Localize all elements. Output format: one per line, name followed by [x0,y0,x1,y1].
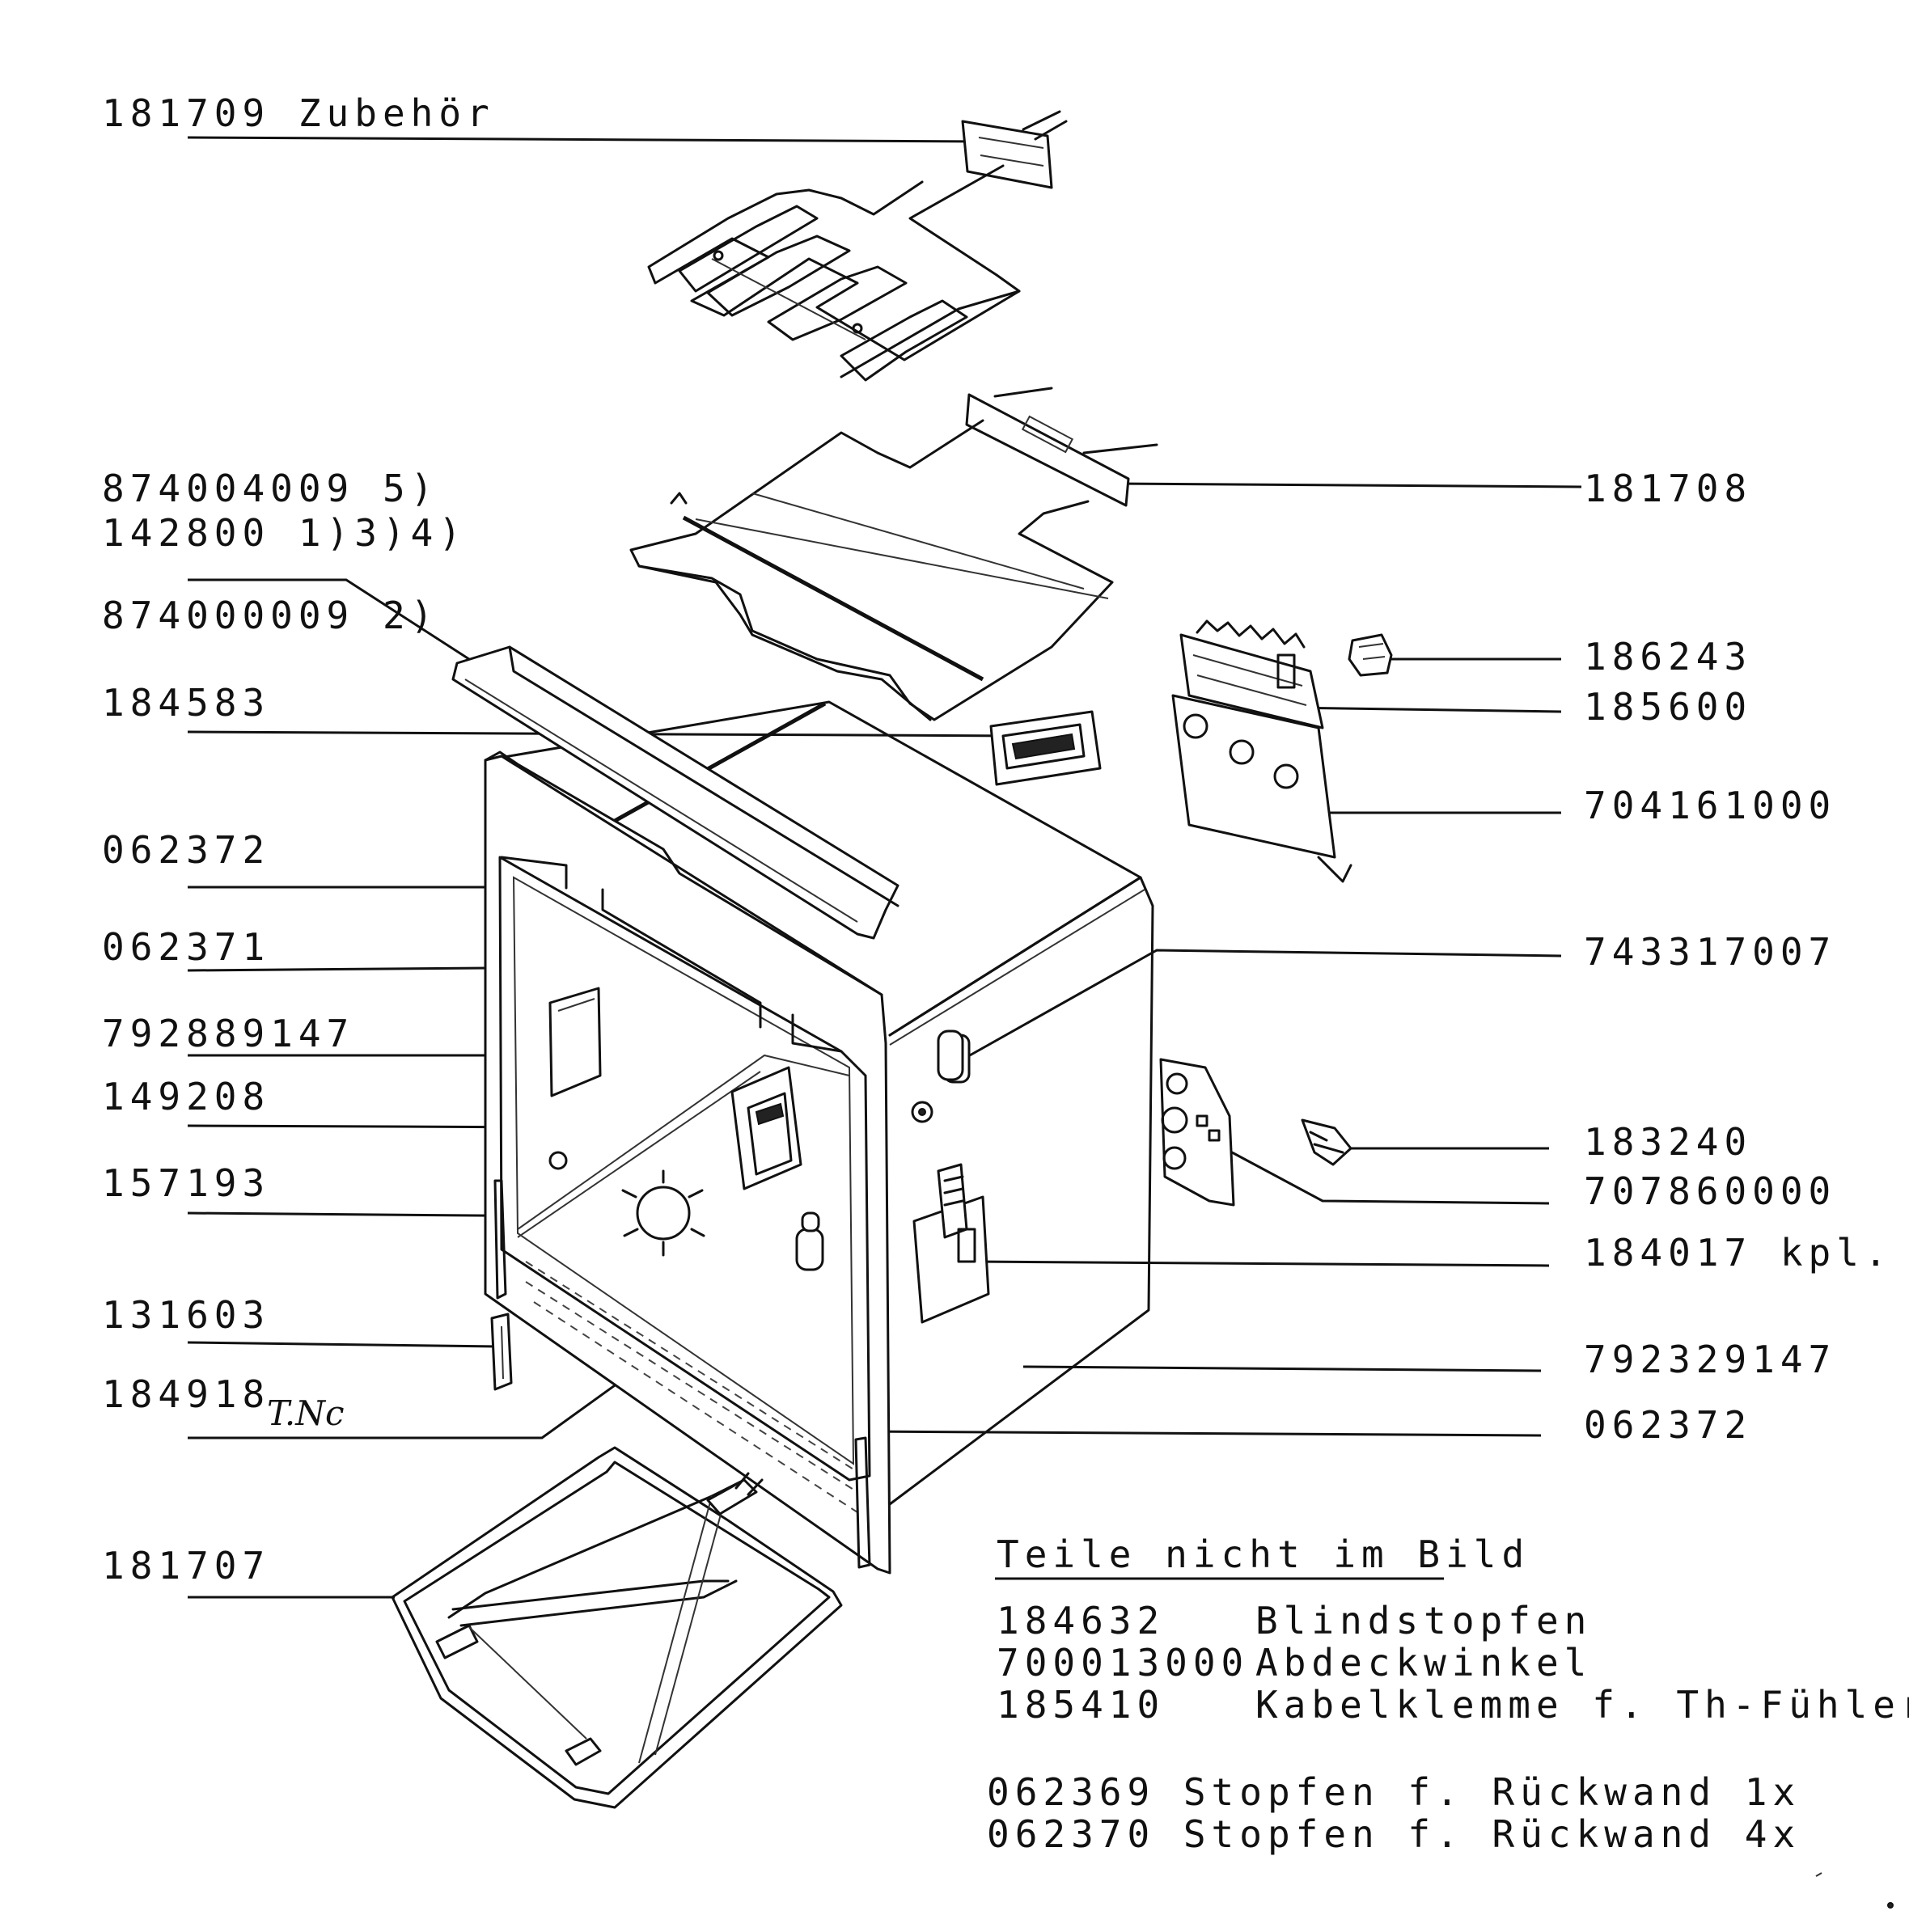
not-shown-name: Kabelklemme f. Th-Fühler [1255,1683,1909,1727]
clip-183240 [1301,1118,1352,1166]
not-shown-number: 184632 [997,1599,1165,1642]
side-rail-right [854,1436,871,1569]
side-rail-left [493,1179,507,1300]
plug-186243 [1348,633,1393,677]
top-rail [451,645,899,940]
label-062372-left: 062372 [102,828,270,872]
not-shown-name: Abdeckwinkel [1255,1641,1592,1685]
screw-hole [548,1151,568,1170]
label-181707: 181707 [102,1544,270,1587]
bracket-704161000 [1171,694,1352,883]
bottom-heating-element [391,1446,843,1809]
plug-line: 062369 Stopfen f. Rückwand 1x [987,1770,1801,1814]
plug-line: 062370 Stopfen f. Rückwand 4x [987,1812,1801,1856]
label-184918: 184918 [102,1372,270,1416]
not-shown-heading: Teile nicht im Bild [997,1532,1530,1576]
label-874004009: 874004009 5) [102,467,438,510]
label-707860000: 707860000 [1584,1169,1836,1213]
bracket-707860000 [1159,1058,1235,1207]
grill-heating-element [647,110,1068,382]
label-062372-right: 062372 [1584,1403,1752,1447]
label-131603: 131603 [102,1293,270,1337]
label-184583: 184583 [102,681,270,725]
label-874000009: 874000009 2) [102,594,438,637]
label-743317007: 743317007 [1584,930,1836,974]
not-shown-number: 700013000 [997,1641,1249,1685]
label-062371: 062371 [102,925,270,969]
label-157193: 157193 [102,1161,270,1205]
light-cover-792889147 [548,987,602,1097]
not-shown-name: Blindstopfen [1255,1599,1592,1642]
stray-mark [1815,1872,1822,1877]
label-149208: 149208 [102,1075,270,1118]
label-792889147: 792889147 [102,1012,354,1055]
cover-743317007 [937,1029,964,1081]
label-185600: 185600 [1584,685,1752,729]
fan-cover-157193 [621,1169,705,1257]
handwritten-note: T.Nc [267,1393,344,1433]
terminal-block-185600 [1179,619,1324,729]
label-792329147: 792329147 [1584,1338,1836,1381]
label-183240: 183240 [1584,1120,1752,1164]
top-heating-plate [629,387,1158,721]
lamp-149208 [730,1066,802,1190]
clamp-184583 [989,710,1102,786]
thermostat-sensor-184918 [795,1211,824,1271]
stray-mark [1887,1902,1894,1909]
not-shown-number: 185410 [997,1683,1165,1727]
label-181708: 181708 [1584,467,1752,510]
fan-motor-184017 [912,1163,990,1324]
label-186243: 186243 [1584,635,1752,679]
label-142800: 142800 1)3)4) [102,511,467,555]
label-181709-zubehoer: 181709 Zubehör [102,91,495,135]
label-184017-kpl: 184017 kpl. [1584,1231,1893,1275]
label-704161000: 704161000 [1584,784,1836,827]
leader-lines [187,136,1582,1599]
front-frame-062372 [484,750,891,1575]
side-rail-clip-131603 [490,1313,513,1391]
